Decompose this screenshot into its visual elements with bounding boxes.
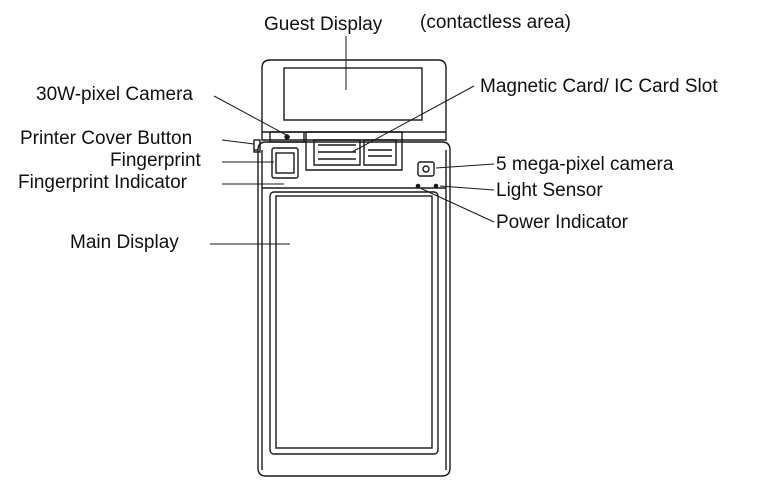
guest-display-housing (261, 59, 447, 141)
label-fingerprint: Fingerprint (110, 150, 201, 171)
label-contactless-area: (contactless area) (420, 12, 572, 33)
label-guest-display: Guest Display (264, 14, 383, 35)
label-light-sensor: Light Sensor (496, 180, 603, 201)
fingerprint-sensor-shape (271, 147, 299, 179)
label-fingerprint-indicator: Fingerprint Indicator (18, 172, 187, 193)
leader-power-indicator (419, 187, 495, 223)
leader-printer-cover (221, 139, 255, 145)
guest-display-screen (283, 67, 423, 121)
label-power-indicator: Power Indicator (496, 212, 629, 233)
device-body (257, 141, 451, 477)
label-30w-camera: 30W-pixel Camera (36, 84, 193, 105)
card-reader (305, 131, 403, 171)
printer-cover-button-shape (253, 139, 261, 153)
leader-magnetic-card (351, 85, 475, 153)
label-five-mp-camera: 5 mega-pixel camera (496, 154, 674, 175)
leader-light-sensor (439, 185, 495, 191)
label-printer-cover-button: Printer Cover Button (20, 128, 193, 149)
main-display-screen (275, 195, 433, 449)
five-mp-camera-shape (417, 161, 435, 177)
leader-five-mp-camera (435, 163, 495, 169)
leader-30w-camera (213, 95, 291, 138)
label-magnetic-card-slot: Magnetic Card/ IC Card Slot (480, 76, 718, 97)
label-main-display: Main Display (70, 232, 179, 253)
